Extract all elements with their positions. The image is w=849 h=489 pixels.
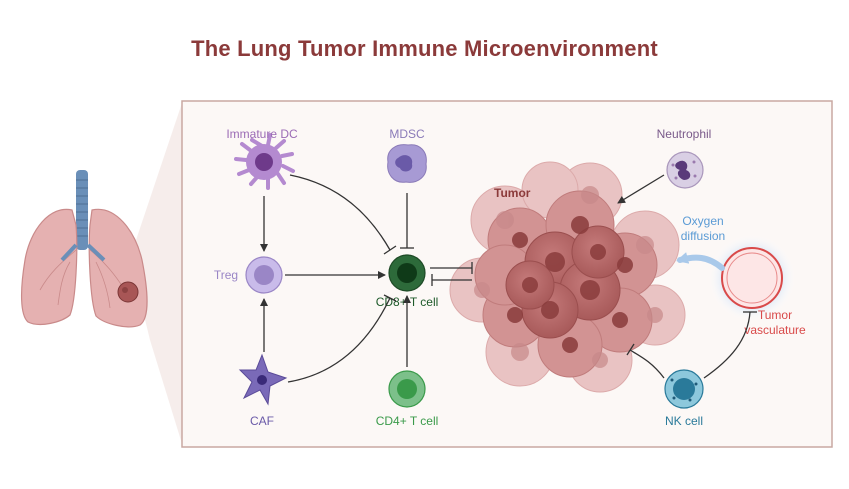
neutrophil-label: Neutrophil (657, 127, 712, 141)
immature-dc-cell (234, 133, 295, 190)
cd4-label: CD4+ T cell (376, 414, 439, 428)
mdsc-cell (387, 144, 427, 183)
caf-label: CAF (250, 414, 274, 428)
treg-label: Treg (214, 268, 238, 282)
tumor-label: Tumor (494, 186, 531, 200)
cd4-t-cell (388, 370, 426, 408)
tumor-mass (449, 161, 686, 393)
inhibit-nk-tumor (629, 349, 665, 379)
page-title: The Lung Tumor Immune Microenvironment (191, 36, 658, 61)
oxygen-label-line1: Oxygen (682, 214, 723, 228)
vasculature-label-line1: Tumor (758, 308, 792, 322)
inhibit-caf-cd8 (287, 297, 391, 383)
lungs-illustration (20, 170, 148, 328)
nk-cell (664, 369, 704, 409)
immature-dc-label: Immature DC (226, 127, 298, 141)
tumor-vasculature (708, 234, 796, 322)
treg-cell (245, 256, 283, 294)
vasculature-label-line2: vasculature (744, 323, 806, 337)
mdsc-label: MDSC (389, 127, 425, 141)
inhibit-nk-vasculature (703, 311, 751, 379)
nk-label: NK cell (665, 414, 703, 428)
right-lung (88, 208, 148, 328)
neutrophil-cell (666, 151, 704, 189)
inhibit-dc-cd8 (289, 174, 391, 251)
arrow-neutrophil-to-tumor (617, 174, 665, 204)
oxygen-label-line2: diffusion (681, 229, 725, 243)
lung-tumor (117, 281, 139, 303)
cd8-t-cell (388, 254, 426, 292)
caf-cell (238, 353, 288, 406)
trachea (76, 170, 88, 250)
left-lung (20, 208, 78, 326)
oxygen-diffusion-arrow (676, 252, 725, 271)
zoom-wedge (130, 100, 183, 447)
